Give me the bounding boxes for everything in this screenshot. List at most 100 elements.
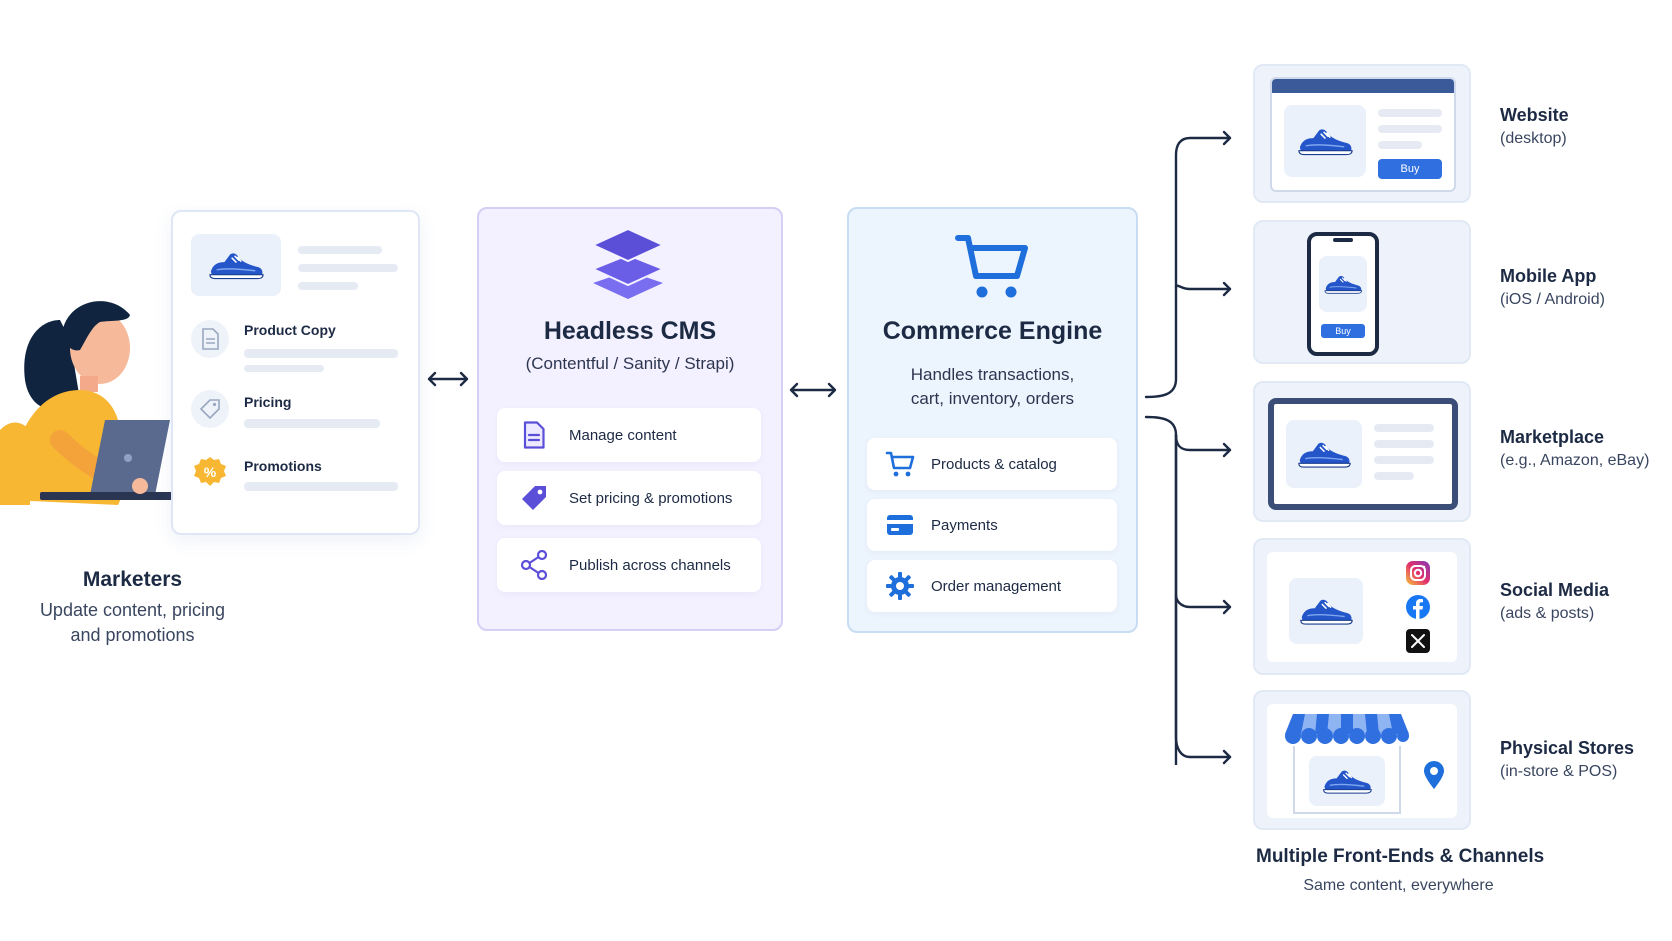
shoe-icon: [1298, 595, 1354, 627]
marketer-illustration: [0, 280, 180, 540]
product-thumbnail: [1289, 578, 1363, 644]
commerce-subtitle: Handles transactions, cart, inventory, o…: [849, 363, 1136, 411]
channel-subtitle: (desktop): [1500, 130, 1567, 147]
placeholder-line: [1374, 472, 1414, 480]
bidirectional-arrow: [426, 370, 470, 393]
placeholder-line: [244, 482, 398, 491]
placeholder-line: [244, 349, 398, 358]
cms-row-manage-content: Manage content: [497, 408, 761, 462]
channel-title: Physical Stores: [1500, 738, 1635, 758]
channel-card-physical-stores: [1253, 690, 1471, 830]
cms-row-publish: Publish across channels: [497, 538, 761, 592]
channel-title: Website: [1500, 105, 1569, 125]
channel-title: Mobile App: [1500, 266, 1597, 286]
product-thumbnail: [191, 234, 281, 296]
cms-row-label: Set pricing & promotions: [569, 489, 733, 507]
marketers-subtitle-line: Update content, pricing: [39, 600, 226, 620]
channel-subtitle: (in-store & POS): [1500, 763, 1618, 780]
location-pin-icon: [1423, 760, 1445, 795]
channel-subtitle: (e.g., Amazon, eBay): [1500, 452, 1650, 469]
placeholder-line: [1374, 440, 1434, 448]
commerce-title: Commerce Engine: [882, 317, 1103, 345]
cart-icon: [955, 234, 1029, 305]
placeholder-line: [1378, 141, 1422, 149]
channels-footer-subtitle: Same content, everywhere: [1303, 877, 1494, 894]
shoe-icon: [1321, 766, 1373, 796]
percent-badge-icon: %: [193, 456, 227, 490]
commerce-row-payments: Payments: [867, 499, 1117, 551]
share-icon: [519, 550, 549, 580]
shoe-icon: [1296, 438, 1352, 470]
placeholder-line: [298, 246, 382, 254]
facebook-icon: [1405, 594, 1431, 625]
shoe-icon: [1296, 124, 1354, 158]
cms-row-label: Manage content: [569, 426, 677, 444]
x-twitter-icon: [1405, 628, 1431, 659]
card-item-label: Pricing: [244, 394, 292, 410]
desktop-browser-mockup: Buy: [1270, 77, 1456, 192]
social-post-mockup: [1267, 552, 1457, 662]
channel-card-mobile-app: Buy: [1253, 220, 1471, 364]
card-item-label: Product Copy: [244, 322, 336, 338]
storefront-mockup: [1267, 704, 1457, 818]
channel-label-physical-stores: Physical Stores (in-store & POS): [1500, 738, 1634, 781]
cms-title: Headless CMS: [543, 317, 717, 345]
placeholder-line: [298, 264, 398, 272]
shoe-icon: [1323, 272, 1363, 296]
product-thumbnail: [1284, 105, 1366, 177]
channel-card-marketplace: [1253, 381, 1471, 522]
channel-label-marketplace: Marketplace (e.g., Amazon, eBay): [1500, 427, 1649, 470]
marketers-subtitle: Update content, pricing and promotions: [0, 598, 265, 648]
cms-subtitle: (Contentful / Sanity / Strapi): [525, 354, 735, 373]
headless-cms-panel: Headless CMS (Contentful / Sanity / Stra…: [477, 207, 783, 631]
placeholder-line: [1378, 125, 1442, 133]
commerce-row-label: Products & catalog: [931, 455, 1057, 473]
marketers-subtitle-line: and promotions: [70, 625, 195, 645]
placeholder-line: [1378, 109, 1442, 117]
channel-subtitle: (iOS / Android): [1500, 291, 1605, 308]
channel-subtitle: (ads & posts): [1500, 605, 1595, 622]
placeholder-line: [244, 365, 324, 372]
channel-label-website: Website (desktop): [1500, 105, 1569, 148]
channel-label-mobile-app: Mobile App (iOS / Android): [1500, 266, 1605, 309]
store-awning-icon: [1285, 712, 1409, 751]
instagram-icon: [1405, 560, 1431, 591]
placeholder-line: [1374, 456, 1434, 464]
phone-mockup: Buy: [1307, 232, 1379, 356]
card-item-label: Promotions: [244, 458, 322, 474]
phone-notch: [1333, 238, 1353, 242]
price-tag-icon: [191, 390, 229, 428]
layers-icon: [590, 227, 666, 308]
tablet-mockup: [1268, 398, 1458, 510]
channel-title: Social Media: [1500, 580, 1610, 600]
commerce-row-products: Products & catalog: [867, 438, 1117, 490]
channel-card-website: Buy: [1253, 64, 1471, 203]
placeholder-line: [298, 282, 358, 290]
cms-row-pricing: Set pricing & promotions: [497, 471, 761, 525]
placeholder-line: [244, 419, 380, 428]
commerce-subtitle-line: cart, inventory, orders: [910, 389, 1075, 408]
commerce-row-label: Payments: [931, 516, 998, 534]
bidirectional-arrow: [788, 381, 838, 404]
product-thumbnail: [1319, 256, 1367, 312]
credit-card-icon: [885, 510, 915, 540]
product-thumbnail: [1286, 420, 1362, 488]
shoe-icon: [207, 248, 265, 282]
document-icon: [519, 420, 549, 450]
commerce-engine-panel: Commerce Engine Handles transactions, ca…: [847, 207, 1138, 633]
marketer-content-card: Product Copy Pricing % Promotions: [171, 210, 420, 535]
cms-row-label: Publish across channels: [569, 556, 731, 574]
document-icon: [191, 320, 229, 358]
buy-button[interactable]: Buy: [1321, 324, 1365, 338]
marketers-title: Marketers: [82, 568, 183, 591]
product-thumbnail: [1309, 756, 1385, 806]
buy-button[interactable]: Buy: [1378, 159, 1442, 179]
commerce-row-label: Order management: [931, 577, 1062, 595]
channel-card-social-media: [1253, 538, 1471, 675]
channel-label-social-media: Social Media (ads & posts): [1500, 580, 1609, 623]
channel-title: Marketplace: [1500, 427, 1605, 447]
channel-connector: [1140, 125, 1240, 867]
commerce-row-orders: Order management: [867, 560, 1117, 612]
placeholder-line: [1374, 424, 1434, 432]
cart-icon: [885, 449, 915, 479]
